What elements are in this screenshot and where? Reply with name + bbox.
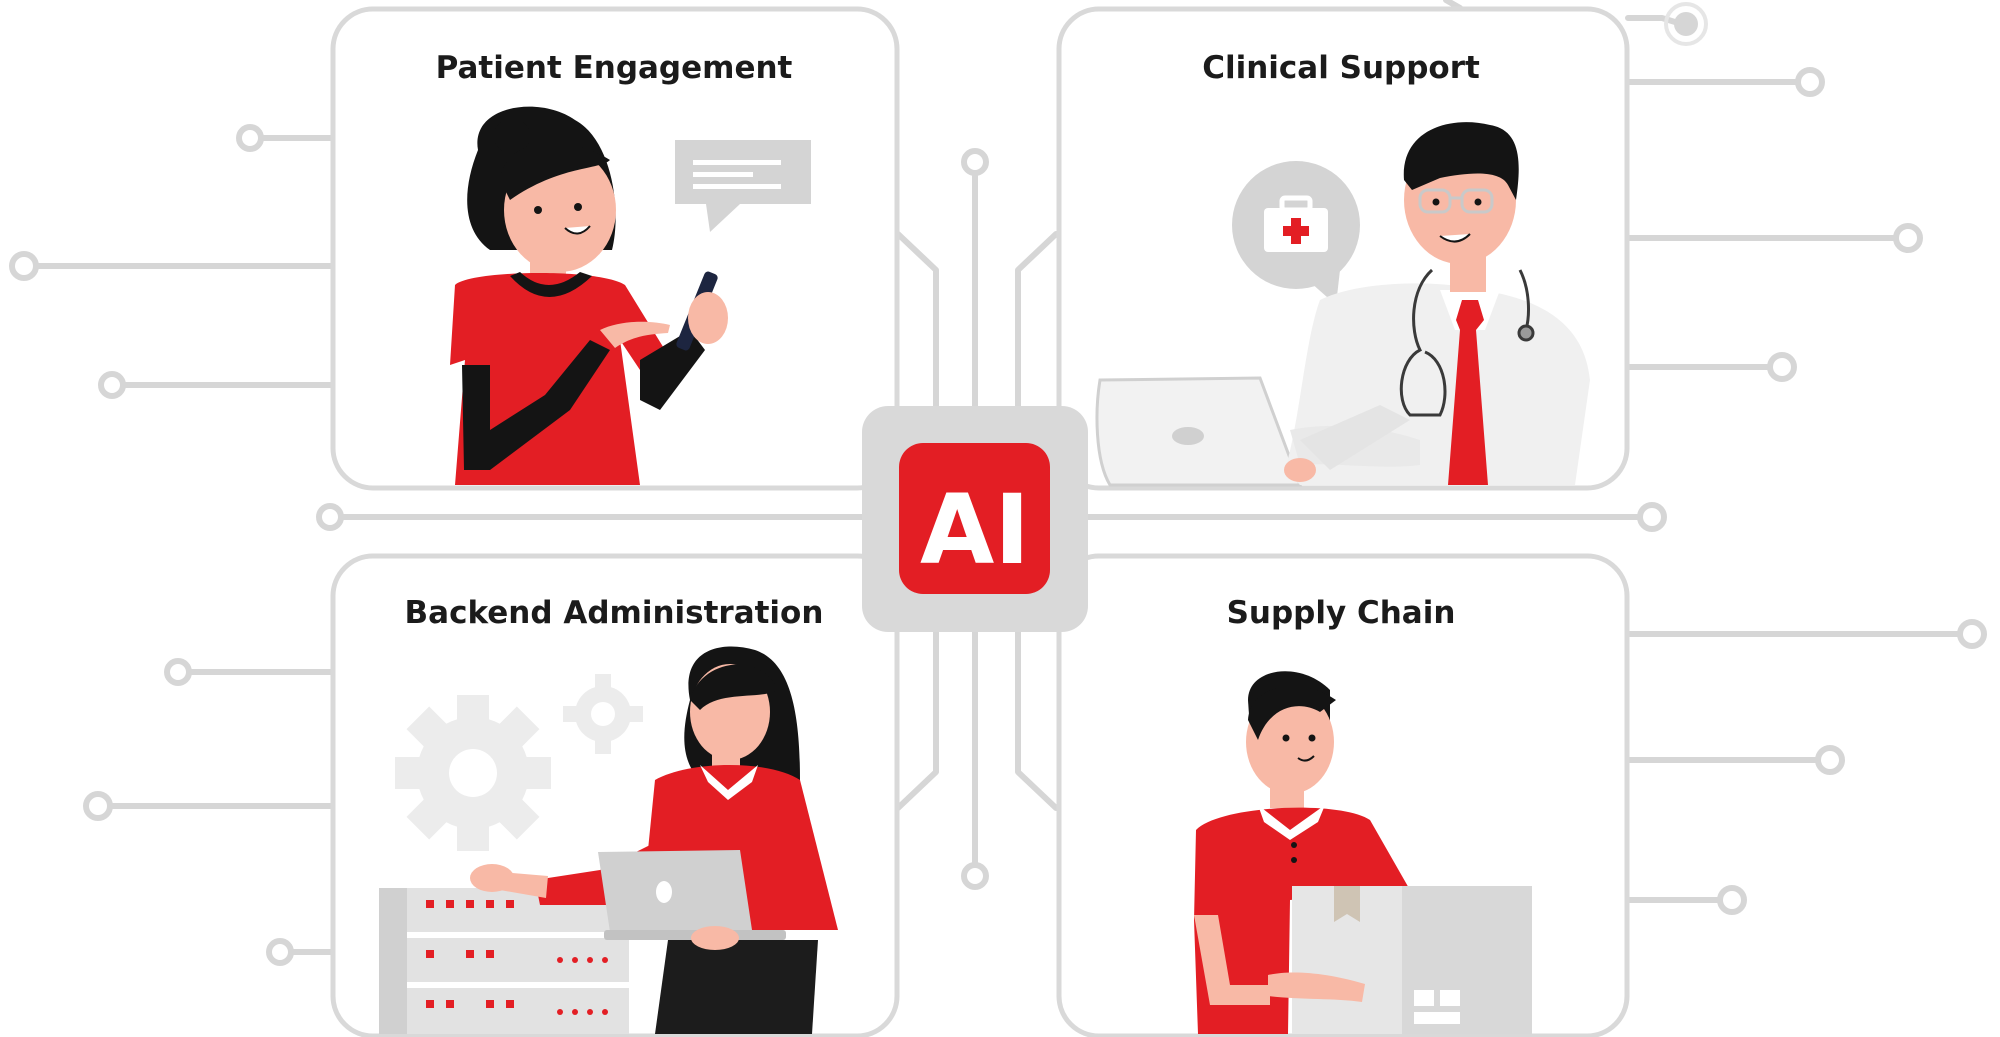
cardboard-box-icon — [1292, 886, 1532, 1034]
stethoscope-icon — [1399, 268, 1535, 417]
circuit-traces — [35, 0, 1961, 955]
gear-icon — [395, 695, 551, 851]
ai-label: AI — [920, 474, 1030, 586]
panel-title-patient-engagement: Patient Engagement — [435, 50, 793, 86]
panel-title-supply-chain: Supply Chain — [1226, 595, 1456, 631]
patient-illustration — [450, 106, 811, 485]
supply-illustration — [1194, 671, 1532, 1034]
panel-title-backend-administration: Backend Administration — [404, 595, 824, 631]
circuit-nodes — [9, 67, 1987, 966]
panel-title-clinical-support: Clinical Support — [1202, 50, 1480, 86]
backend-illustration — [379, 646, 838, 1034]
laptop-icon — [1095, 376, 1303, 487]
top-right-node-icon — [1664, 2, 1708, 46]
chat-bubble-icon — [675, 140, 811, 232]
ai-chip-inner — [899, 443, 1050, 594]
server-rack-icon — [379, 888, 629, 1034]
clinical-illustration — [1095, 122, 1590, 487]
medical-kit-icon — [1232, 161, 1360, 305]
gear-small-icon — [563, 674, 643, 754]
ai-hub: AI — [862, 406, 1088, 632]
